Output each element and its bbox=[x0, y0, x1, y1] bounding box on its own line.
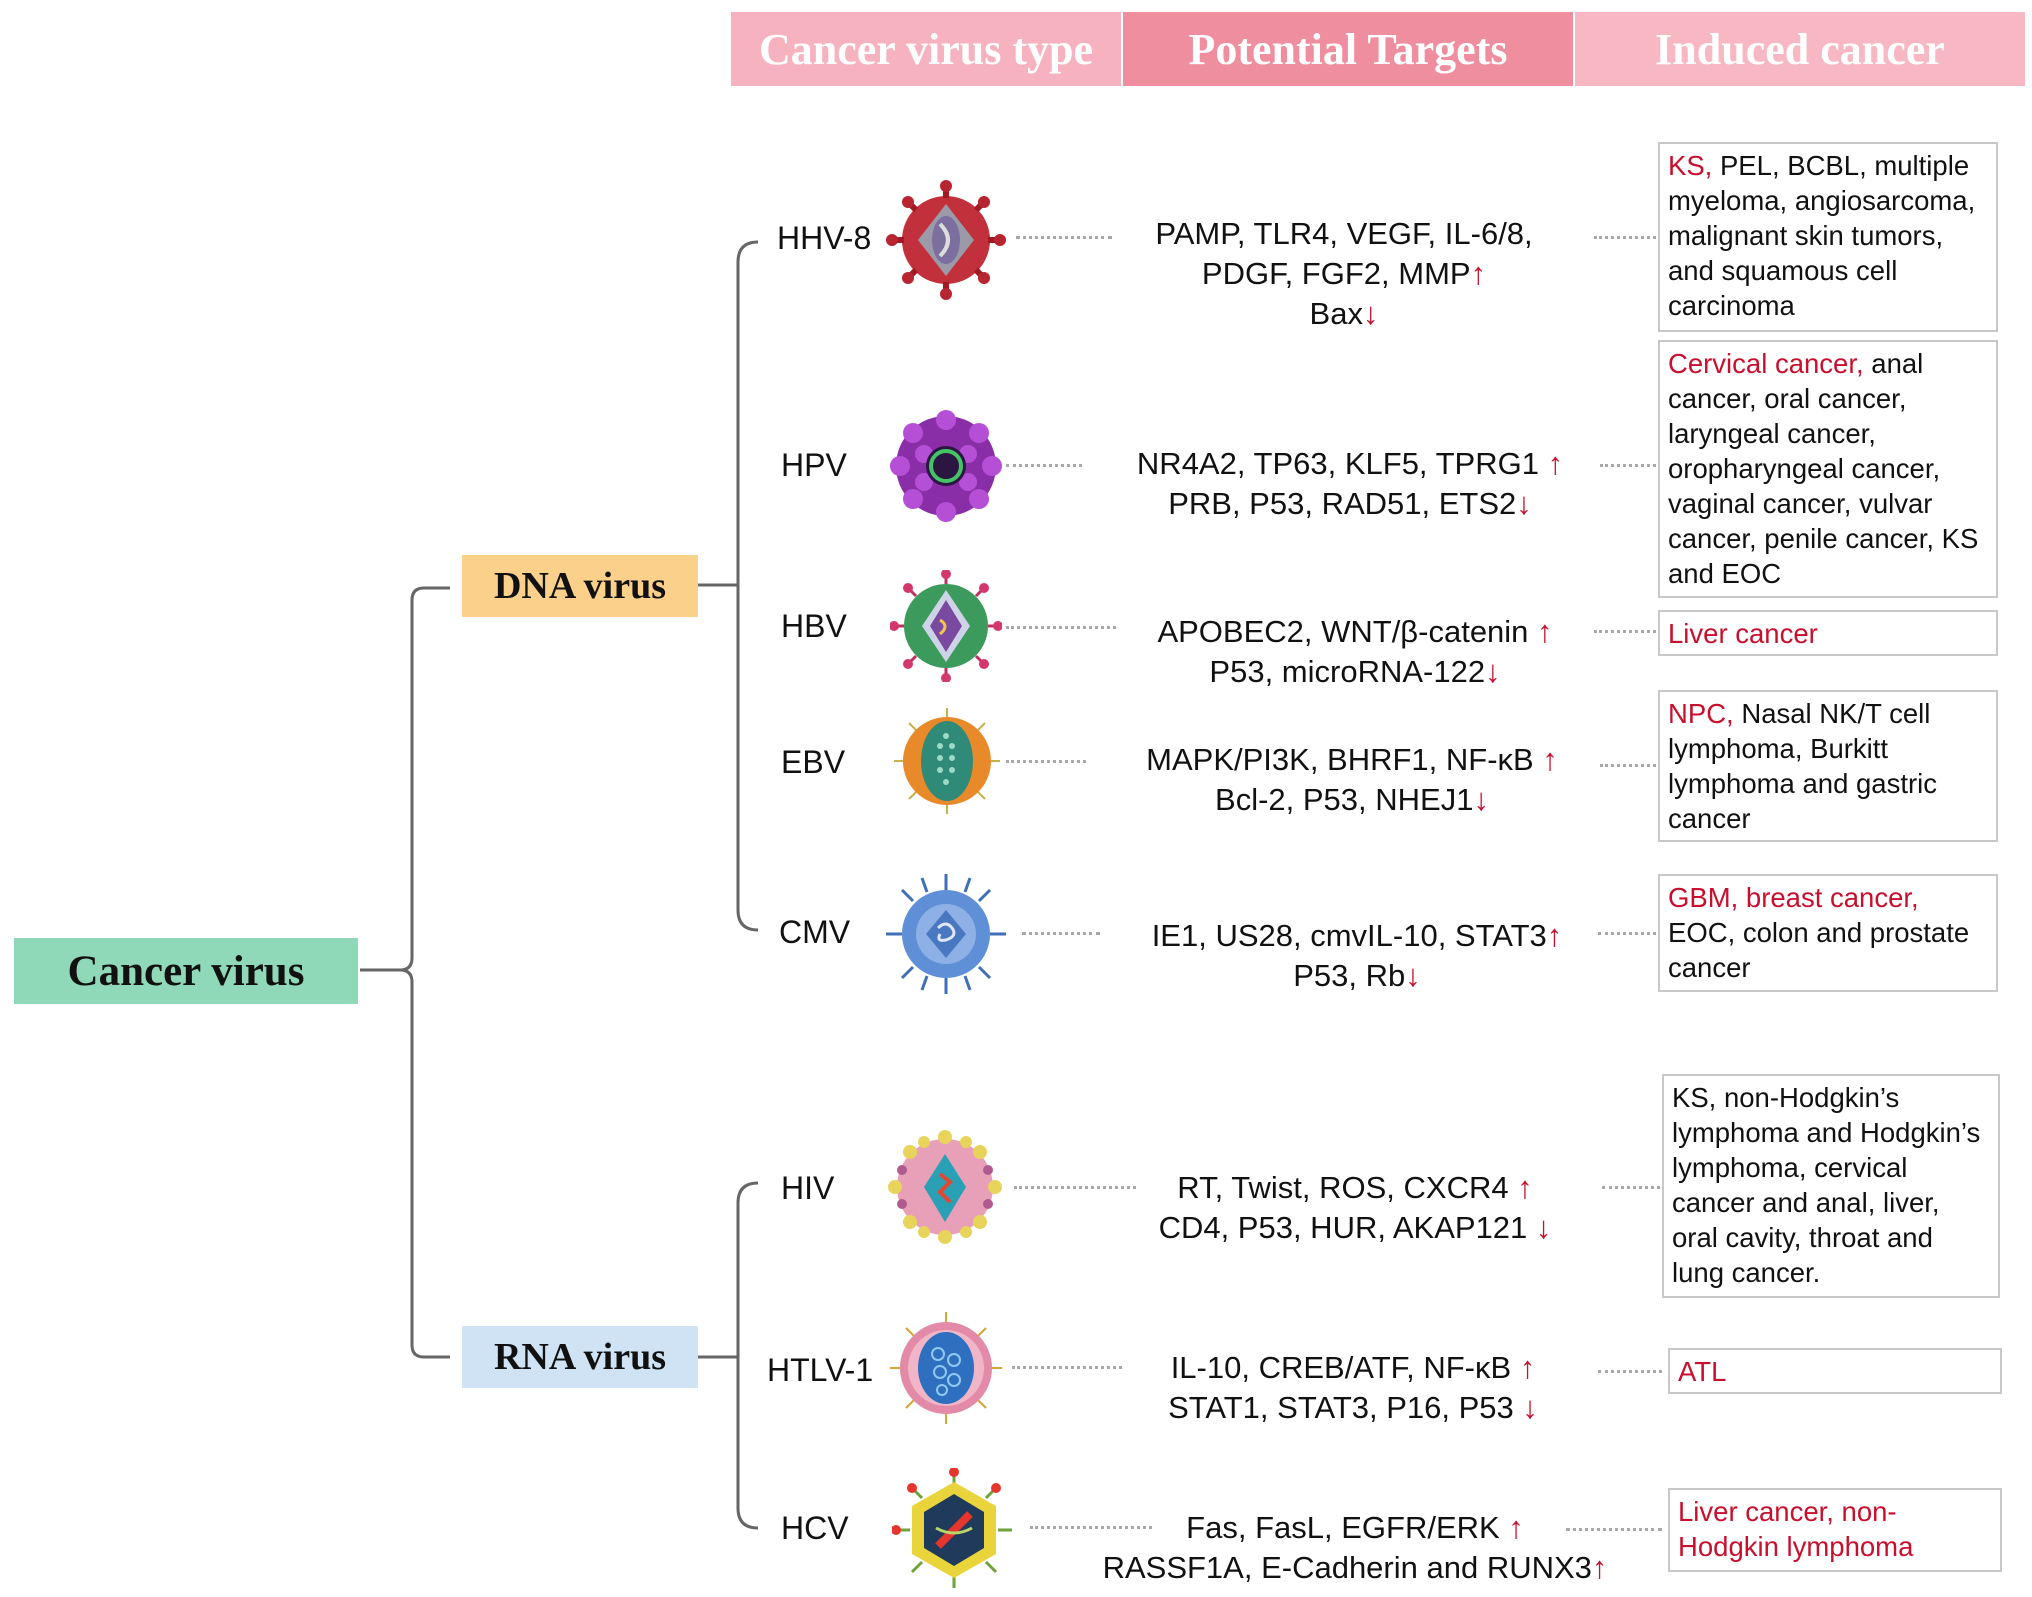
connector-dots bbox=[1012, 1366, 1122, 1369]
up-arrow-icon: ↑ bbox=[1546, 918, 1563, 953]
down-arrow-icon: ↓ bbox=[1362, 296, 1379, 331]
cmv-virus-icon bbox=[886, 874, 1006, 994]
down-arrow-icon: ↓ bbox=[1473, 782, 1489, 817]
cancer-box-cmv: GBM, breast cancer, EOC, colon and prost… bbox=[1658, 874, 1998, 992]
cancer-box-hpv: Cervical cancer, anal cancer, oral cance… bbox=[1658, 340, 1998, 598]
connector-dots bbox=[1006, 464, 1082, 467]
virus-label-hcv: HCV bbox=[781, 1510, 849, 1546]
connector-dots bbox=[1006, 760, 1086, 763]
targets-hhv8: PAMP, TLR4, VEGF, IL-6/8, PDGF, FGF2, MM… bbox=[1155, 216, 1533, 331]
header-induced-cancer: Induced cancer bbox=[1575, 12, 2025, 86]
connector-dots bbox=[1602, 1186, 1660, 1189]
connector-dots bbox=[1566, 1528, 1662, 1531]
cancer-box-hhv8: KS, PEL, BCBL, multiple myeloma, angiosa… bbox=[1658, 142, 1998, 332]
virus-label-hbv: HBV bbox=[781, 608, 847, 644]
down-arrow-icon: ↓ bbox=[1485, 654, 1501, 689]
hiv-virus-icon bbox=[888, 1130, 1002, 1244]
connector-dots bbox=[1030, 1526, 1152, 1529]
down-arrow-icon: ↓ bbox=[1535, 1210, 1552, 1245]
up-arrow-icon: ↑ bbox=[1542, 742, 1558, 777]
targets-ebv: MAPK/PI3K, BHRF1, NF-κB ↑ Bcl-2, P53, NH… bbox=[1146, 742, 1558, 817]
up-arrow-icon: ↑ bbox=[1547, 446, 1564, 481]
up-arrow-icon: ↑ bbox=[1591, 1550, 1608, 1585]
cancer-box-hbv: Liver cancer bbox=[1658, 610, 1998, 656]
connector-dots bbox=[1594, 236, 1656, 239]
targets-cmv: IE1, US28, cmvIL-10, STAT3↑ P53, Rb↓ bbox=[1151, 918, 1563, 993]
targets-hiv: RT, Twist, ROS, CXCR4 ↑ CD4, P53, HUR, A… bbox=[1158, 1170, 1552, 1245]
virus-label-htlv1: HTLV-1 bbox=[767, 1352, 874, 1388]
cancer-box-hcv: Liver cancer, non-Hodgkin lymphoma bbox=[1668, 1488, 2002, 1572]
hcv-virus-icon bbox=[892, 1468, 1012, 1588]
header-cancer-virus-type: Cancer virus type bbox=[731, 12, 1121, 86]
up-arrow-icon: ↑ bbox=[1517, 1170, 1533, 1205]
down-arrow-icon: ↓ bbox=[1516, 486, 1532, 521]
root-cancer-virus: Cancer virus bbox=[14, 938, 358, 1004]
cancer-box-htlv1: ATL bbox=[1668, 1348, 2002, 1394]
htlv1-virus-icon bbox=[890, 1312, 1002, 1424]
targets-htlv1: IL-10, CREB/ATF, NF-κB ↑ STAT1, STAT3, P… bbox=[1168, 1350, 1538, 1425]
up-arrow-icon: ↑ bbox=[1470, 256, 1487, 291]
virus-label-ebv: EBV bbox=[781, 744, 846, 780]
connector-dots bbox=[1598, 1370, 1662, 1373]
group-dna-virus: DNA virus bbox=[462, 555, 698, 617]
connector-dots bbox=[1022, 932, 1100, 935]
cancer-box-hiv: KS, non-Hodgkin’s lymphoma and Hodgkin’s… bbox=[1662, 1074, 2000, 1298]
connector-dots bbox=[1598, 932, 1656, 935]
header-potential-targets: Potential Targets bbox=[1123, 12, 1573, 86]
cancer-box-ebv: NPC, Nasal NK/T cell lymphoma, Burkitt l… bbox=[1658, 690, 1998, 842]
hpv-virus-icon bbox=[890, 410, 1002, 522]
connector-dots bbox=[1600, 464, 1656, 467]
up-arrow-icon: ↑ bbox=[1537, 614, 1553, 649]
up-arrow-icon: ↑ bbox=[1508, 1510, 1524, 1545]
virus-label-hpv: HPV bbox=[781, 447, 847, 483]
down-arrow-icon: ↓ bbox=[1405, 958, 1421, 993]
targets-hpv: NR4A2, TP63, KLF5, TPRG1 ↑ PRB, P53, RAD… bbox=[1136, 446, 1564, 521]
targets-hbv: APOBEC2, WNT/β-catenin ↑ P53, microRNA-1… bbox=[1157, 614, 1553, 689]
virus-label-cmv: CMV bbox=[779, 914, 851, 950]
connector-dots bbox=[1600, 764, 1656, 767]
connector-dots bbox=[1014, 1186, 1136, 1189]
connector-dots bbox=[1016, 236, 1112, 239]
group-rna-virus: RNA virus bbox=[462, 1326, 698, 1388]
hbv-virus-icon bbox=[890, 570, 1002, 682]
up-arrow-icon: ↑ bbox=[1519, 1350, 1536, 1385]
connector-dots bbox=[1594, 630, 1656, 633]
virus-label-hiv: HIV bbox=[781, 1170, 835, 1206]
hhv8-virus-icon bbox=[886, 180, 1006, 300]
down-arrow-icon: ↓ bbox=[1522, 1390, 1538, 1425]
ebv-virus-icon bbox=[894, 708, 1000, 814]
targets-hcv: Fas, FasL, EGFR/ERK ↑ RASSF1A, E-Cadheri… bbox=[1102, 1510, 1608, 1585]
virus-label-hhv8: HHV-8 bbox=[777, 220, 872, 256]
connector-dots bbox=[1006, 626, 1116, 629]
